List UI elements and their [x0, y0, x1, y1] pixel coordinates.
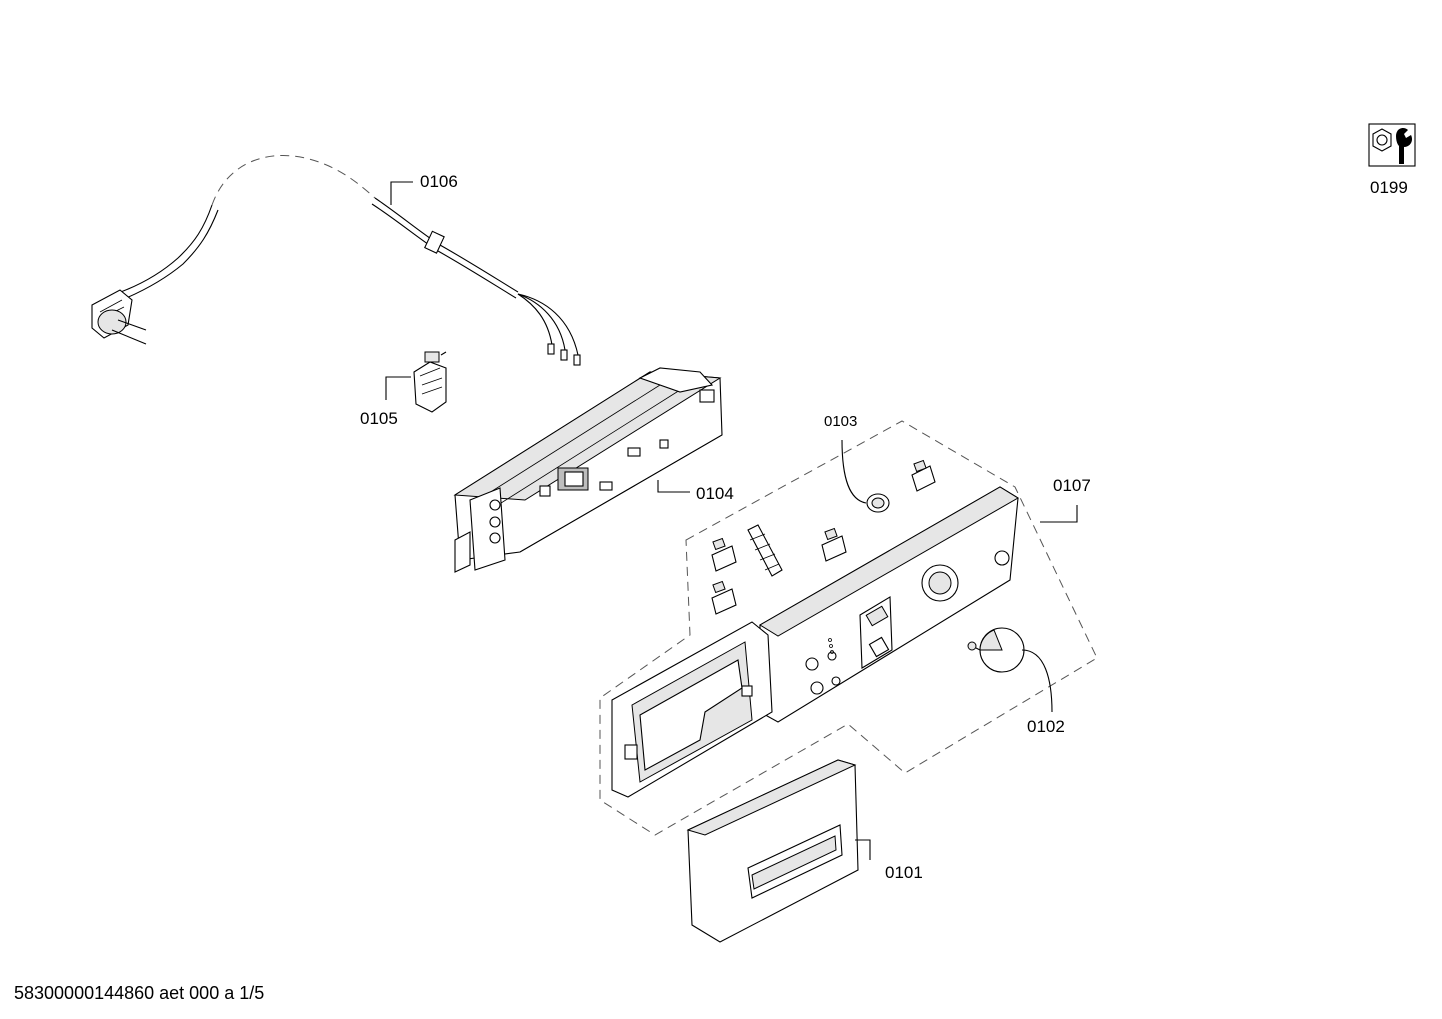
callout-0199: 0199 [1370, 178, 1408, 197]
wrench-nut-icon [1368, 123, 1416, 167]
document-id: 58300000144860 aet 000 a 1/5 [14, 983, 265, 1003]
callout-0104: 0104 [696, 484, 734, 503]
drawer-frame [611, 621, 773, 798]
control-panel-assembly [599, 420, 1098, 836]
power-cable [91, 155, 581, 366]
front-panel [759, 486, 1019, 723]
program-knob [967, 627, 1053, 713]
selector-small [841, 439, 890, 513]
callout-0105: 0105 [360, 409, 398, 428]
callout-0103: 0103 [824, 413, 858, 430]
interference-filter [385, 351, 447, 413]
callout-0107: 0107 [1053, 476, 1091, 495]
callout-0102: 0102 [1027, 717, 1065, 736]
control-module [453, 367, 723, 573]
light-guide [747, 524, 783, 577]
callout-0106: 0106 [420, 172, 458, 191]
callout-0101: 0101 [885, 863, 923, 882]
push-buttons [711, 459, 936, 615]
drawer-handle [686, 759, 871, 943]
